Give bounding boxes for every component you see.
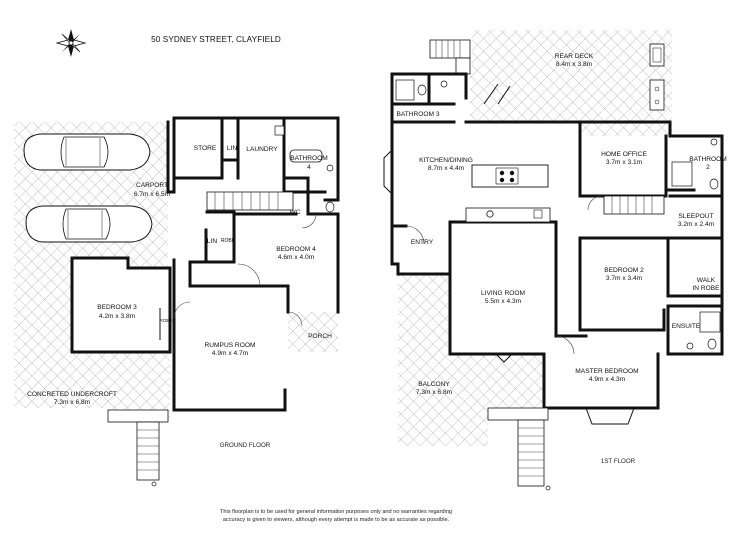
sleepout-label: SLEEPOUT <box>678 213 713 220</box>
shower-icon <box>671 161 693 187</box>
toilet-icon <box>325 201 335 213</box>
bathroom3-label: BATHROOM 3 <box>396 111 439 118</box>
balcony-area <box>398 274 544 446</box>
bathroom4-label: BATHROOM <box>290 155 328 162</box>
robe-b3-label: ROBE <box>160 318 173 323</box>
toilet-icon <box>709 178 719 190</box>
robe-mid-label: ROBE <box>221 238 236 244</box>
walk-in-robe-label-2: IN ROBE <box>692 285 720 292</box>
rear-deck-area <box>470 30 672 136</box>
master-bedroom-size: 4.9m x 4.3m <box>589 376 626 383</box>
bathroom2-label: BATHROOM <box>689 156 727 163</box>
undercroft-size: 7.3m x 6.8m <box>54 399 91 406</box>
home-office-size: 3.7m x 3.1m <box>606 159 643 166</box>
car-icon <box>25 205 153 243</box>
rumpus-label: RUMPUS ROOM <box>205 342 256 349</box>
ensuite-label: ENSUITE <box>672 323 701 330</box>
balcony-stairs-icon <box>487 407 551 491</box>
outdoor-sink-icon <box>649 79 665 111</box>
bedroom2-size: 3.7m x 3.4m <box>606 275 643 282</box>
bedroom3-size: 4.2m x 3.8m <box>99 313 136 320</box>
laundry-label: LAUNDRY <box>246 146 278 153</box>
toilet-icon <box>417 84 427 96</box>
porch-label: PORCH <box>308 333 332 340</box>
internal-stairs-icon <box>603 195 665 215</box>
store-label: STORE <box>194 145 217 152</box>
walk-in-robe-label: WALK <box>697 277 716 284</box>
bedroom4-size: 4.6m x 4.0m <box>278 254 315 261</box>
bedroom3-label: BEDROOM 3 <box>97 304 137 311</box>
bedroom4-label: BEDROOM 4 <box>276 246 316 253</box>
page-title: 50 SYDNEY STREET, CLAYFIELD <box>151 35 281 44</box>
basin-icon <box>274 125 334 172</box>
carport-label: CARPORT <box>136 182 168 189</box>
cooktop-icon <box>495 167 519 185</box>
lin-label: LIN <box>227 145 237 152</box>
disclaimer-line-2: accuracy is given to viewers, although e… <box>223 517 450 523</box>
kitchen-island <box>471 164 549 188</box>
ground-floor-label: GROUND FLOOR <box>220 442 271 449</box>
balcony-size: 7.3m x 6.8m <box>416 389 453 396</box>
external-stairs-icon <box>107 409 169 487</box>
compass-rose-icon <box>55 29 87 57</box>
car-icon <box>23 133 151 171</box>
bathroom2-number: 2 <box>706 164 710 171</box>
entry-label: ENTRY <box>411 239 434 246</box>
bay-window <box>383 149 393 195</box>
ground-floor-plan: STORE LIN LAUNDRY BATHROOM 4 CARPORT 6.7… <box>14 116 340 487</box>
rumpus-size: 4.9m x 4.7m <box>212 350 249 357</box>
sink-icon <box>486 210 494 218</box>
door-swing-icon <box>159 213 317 340</box>
bbq-icon <box>649 43 665 67</box>
kitchen-label: KITCHEN/DINING <box>419 157 473 164</box>
bathroom4-number: 4 <box>307 164 311 171</box>
rear-deck-label: REAR DECK <box>555 53 594 60</box>
shower-icon <box>395 79 415 101</box>
kitchen-size: 8.7m x 4.4m <box>428 165 465 172</box>
carport-size: 6.7m x 6.5m <box>134 191 171 198</box>
rear-deck-size: 8.4m x 3.8m <box>556 61 593 68</box>
ground-stairs-icon <box>206 191 294 211</box>
balcony-label: BALCONY <box>418 381 450 388</box>
first-floor-label: 1ST FLOOR <box>601 458 636 465</box>
undercroft-area <box>14 270 170 420</box>
shower-icon <box>699 311 721 333</box>
bath-icon <box>289 149 323 163</box>
sleepout-size: 3.2m x 2.4m <box>678 221 715 228</box>
deck-stairs-icon <box>429 39 471 75</box>
lin-mid-label: LIN <box>207 238 217 245</box>
undercroft-label: CONCRETED UNDERCROFT <box>27 391 117 398</box>
master-bedroom-label: MASTER BEDROOM <box>575 368 638 375</box>
kitchen-bench <box>465 207 551 223</box>
living-room-label: LIVING ROOM <box>481 290 525 297</box>
disclaimer-line-1: This floorplan is to be used for general… <box>220 509 452 515</box>
porch-area <box>288 312 338 352</box>
home-office-label: HOME OFFICE <box>601 151 647 158</box>
wc-label: WC <box>290 209 301 216</box>
living-room-size: 5.5m x 4.3m <box>485 298 522 305</box>
first-floor-plan: REAR DECK 8.4m x 3.8m BATHROOM 3 KITCHEN… <box>383 30 727 491</box>
bedroom2-label: BEDROOM 2 <box>604 267 644 274</box>
